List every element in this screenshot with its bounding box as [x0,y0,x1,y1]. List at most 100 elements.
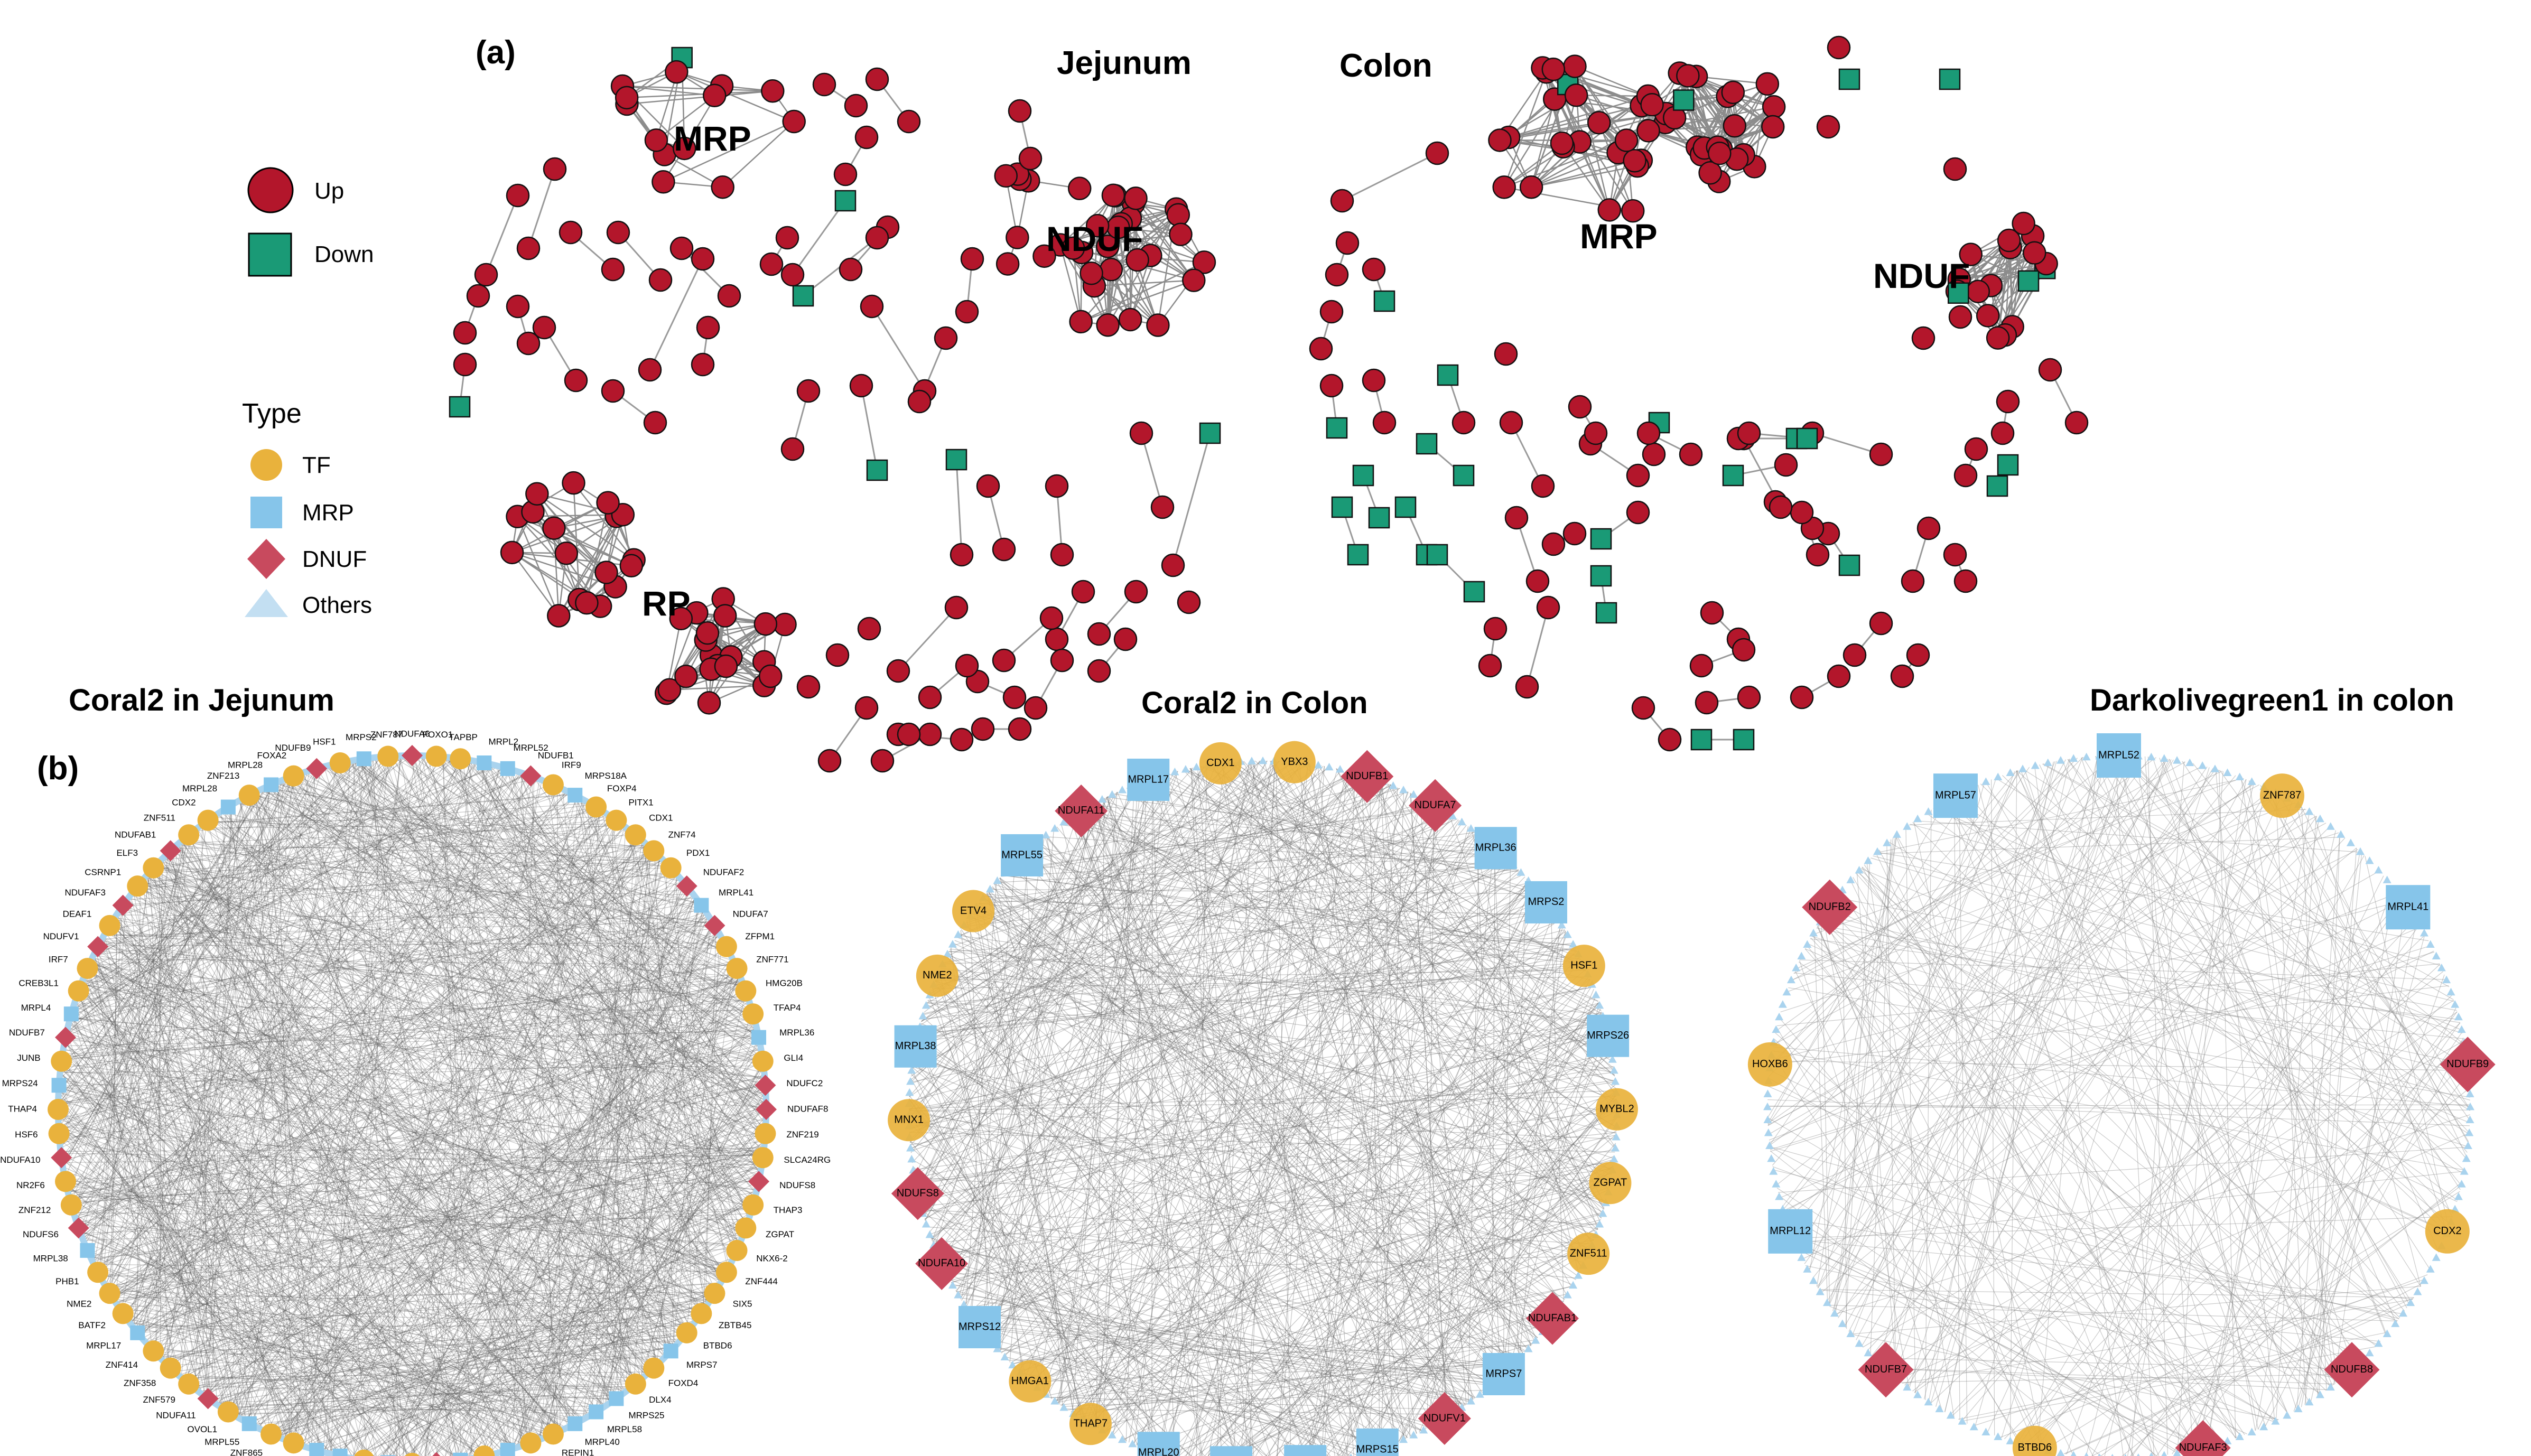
coral2-colon-edge [1085,1022,1605,1422]
coral2-colon-edge [1055,1248,1591,1402]
coral2-colon-edge [917,796,1109,1193]
colon-down-node [1986,475,2008,497]
jejunum-up-node [648,268,673,292]
coral2-jejunum-edge [331,764,596,1413]
coral2-jejunum-node-label: CREB3L1 [18,978,59,988]
coral2-jejunum-edge [311,761,351,1449]
coral2-jejunum-edge [184,838,717,930]
coral2-jejunum-node-label: PDX1 [686,848,710,858]
coral2-jejunum-edge [109,1179,759,1293]
darkolive-colon-edge [1958,1331,2389,1420]
coral2-colon-edge [1308,763,1458,1411]
darkolive-colon-edge [1767,823,2327,1126]
coral2-colon-edge [909,1109,1616,1140]
darkolive-colon-edge [1860,869,2357,1366]
coral2-colon-title: Coral2 in Colon [1141,686,1368,720]
coral2-colon-other-node [1041,830,1050,838]
darkolive-colon-edge [1873,855,2454,1002]
coral2-jejunum-edge [58,981,742,1121]
coral2-colon-edge [980,832,1476,902]
coral2-jejunum-edge [90,961,729,1269]
coral2-jejunum-edge [254,792,414,1456]
coral2-jejunum-edge [95,950,748,998]
coral2-jejunum-edge [59,911,706,1143]
coral2-jejunum-edge [94,953,639,1382]
coral2-jejunum-edge [413,763,485,1456]
coral2-jejunum-edge [182,840,483,1456]
colon-up-node [1986,326,2010,350]
coral2-colon-edge [947,769,1342,1277]
darkolive-colon-edge [2100,1185,2462,1456]
darkolive-colon-other-node [2356,847,2365,855]
coral2-jejunum-edge [60,973,739,1069]
coral2-jejunum-edge [153,867,234,1415]
darkolive-colon-edge [1980,783,2448,1234]
jejunum-down-node [1199,422,1221,444]
jejunum-up-node [761,79,785,103]
coral2-jejunum-edge [102,938,362,1456]
darkolive-colon-edge [2266,787,2469,1143]
darkolive-colon-edge [1779,1194,2101,1456]
jejunum-up-node [547,604,571,628]
darkolive-colon-other-node [2223,1436,2232,1444]
darkolive-colon-other-node [1778,1000,1787,1008]
darkolive-colon-edge [2020,769,2266,1426]
coral2-jejunum-edge [117,913,290,1442]
coral2-colon-edge [923,867,1517,1014]
coral2-colon-edge [1319,1091,1617,1456]
jejunum-up-node [955,300,979,324]
coral2-colon-edge [1075,951,1577,1416]
coral2-jejunum-edge [350,760,637,1384]
coral2-jejunum-edge [218,769,511,1406]
coral2-jejunum-edge [327,765,669,1354]
coral2-jejunum-edge [59,881,683,1139]
coral2-colon-edge [1344,912,1555,1456]
coral2-jejunum-node-label: MRPL40 [585,1437,620,1447]
coral2-jejunum-edge [458,758,569,1427]
darkolive-colon-edge [1933,808,2462,1031]
darkolive-colon-edge [1961,898,2402,1422]
darkolive-colon-edge [1995,777,2468,1067]
coral2-colon-edge [1190,768,1408,1439]
coral2-colon-other-node [1531,1336,1540,1344]
coral2-colon-edge [1139,1306,1561,1447]
darkolive-colon-edge [1912,971,2444,1392]
coral2-jejunum-edge [60,1153,357,1456]
jejunum-edge [536,493,635,561]
darkolive-colon-edge [1778,1146,2468,1193]
coral2-colon-edge [908,1115,1164,1455]
coral2-jejunum-edge [277,781,708,914]
coral2-jejunum-edge [80,858,663,985]
darkolive-colon-edge [1770,951,2435,1152]
coral2-jejunum-edge [442,757,765,1069]
coral2-jejunum-edge [150,871,376,1456]
coral2-jejunum-edge [58,1125,532,1443]
jejunum-edge [1130,218,1195,281]
coral2-jejunum-edge [539,860,664,1440]
coral2-jejunum-edge [253,792,377,1456]
jejunum-up-node [1050,543,1074,567]
coral2-jejunum-edge [74,1003,230,1413]
darkolive-colon-edge [1798,962,2354,1369]
jejunum-up-node [1146,313,1170,337]
darkolive-colon-mrp-node [1768,1209,1813,1254]
darkolive-colon-edge [1884,1368,2328,1390]
darkolive-colon-edge [2135,755,2256,1431]
coral2-jejunum-edge [583,799,750,1219]
darkolive-colon-edge [1987,795,2282,1433]
coral2-jejunum-edge [88,965,759,1040]
darkolive-colon-other-node [1763,1115,1772,1123]
coral2-jejunum-edge [59,1087,709,1303]
coral2-jejunum-edge [61,1160,566,1429]
coral2-jejunum-edge [62,1029,757,1054]
coral2-jejunum-node-label: REPIN1 [562,1448,594,1456]
coral2-jejunum-edge [511,769,657,1366]
coral2-jejunum-edge [150,790,567,1348]
coral2-colon-edge [1061,862,1511,1406]
coral2-jejunum-edge [139,882,766,1133]
coral2-jejunum-edge [177,844,714,925]
coral2-colon-edge [1107,796,1253,1456]
coral2-jejunum-edge [565,1090,766,1429]
coral2-jejunum-edge [356,1212,751,1456]
coral2-colon-edge [914,1053,1551,1321]
